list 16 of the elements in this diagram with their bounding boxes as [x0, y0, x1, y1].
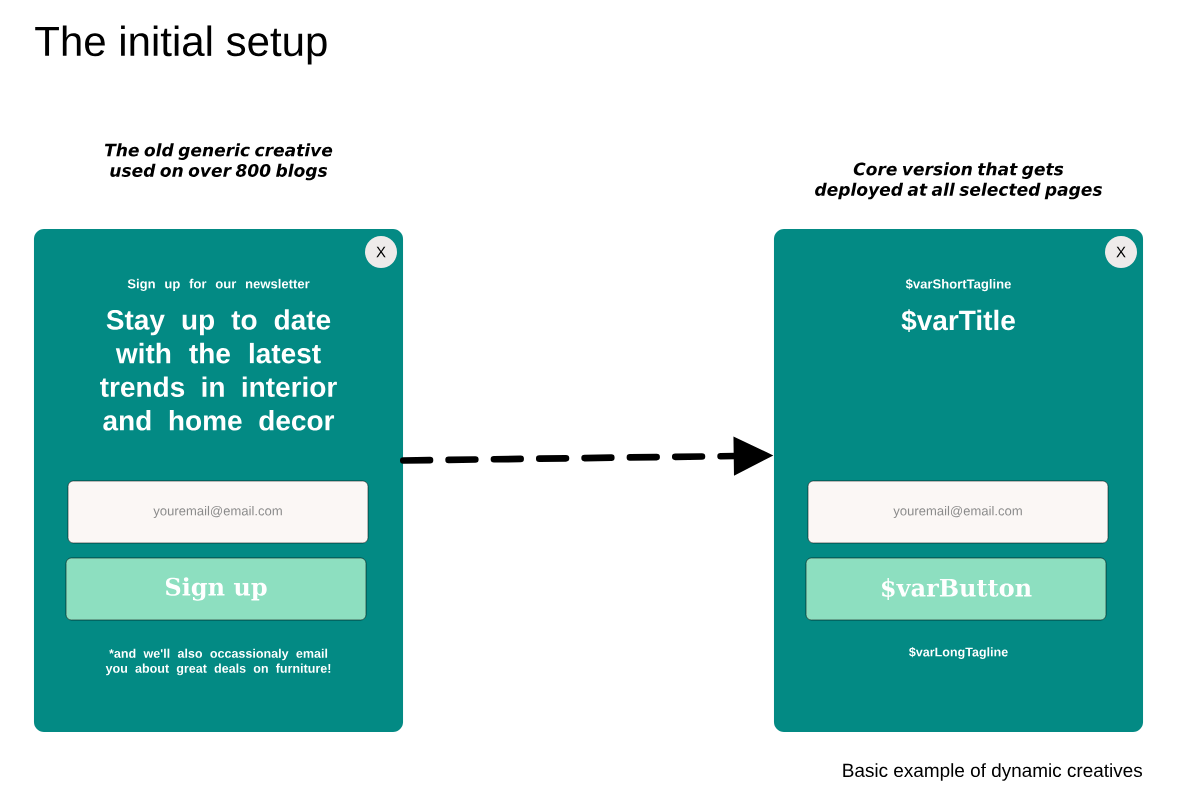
sign-up-button: $varButton — [805, 557, 1107, 621]
handwritten-note: The old generic creative used on over 800 blogs — [104, 143, 333, 181]
email-field: youremail@email.com — [67, 480, 369, 544]
tagline: Sign up for our newsletter — [127, 278, 310, 292]
title: The initial setup — [35, 25, 327, 65]
headline: Stay up to date with the latest trends in interior and home decor — [100, 309, 337, 431]
email-field: youremail@email.com — [807, 480, 1109, 544]
close-button: X — [365, 236, 397, 268]
headline: $varTitle — [901, 309, 1015, 333]
sign-up-button: Sign up — [65, 557, 367, 621]
handwritten-note: Core version that gets deployed at all selected pages — [815, 162, 1102, 200]
caption: Basic example of dynamic creatives — [843, 763, 1142, 781]
tagline: $varShortTagline — [905, 278, 1011, 292]
footnote: *and we'll also occassionaly email you about great deals on furniture! — [105, 648, 331, 676]
footnote: $varLongTagline — [909, 647, 1008, 659]
close-button: X — [1105, 236, 1137, 268]
